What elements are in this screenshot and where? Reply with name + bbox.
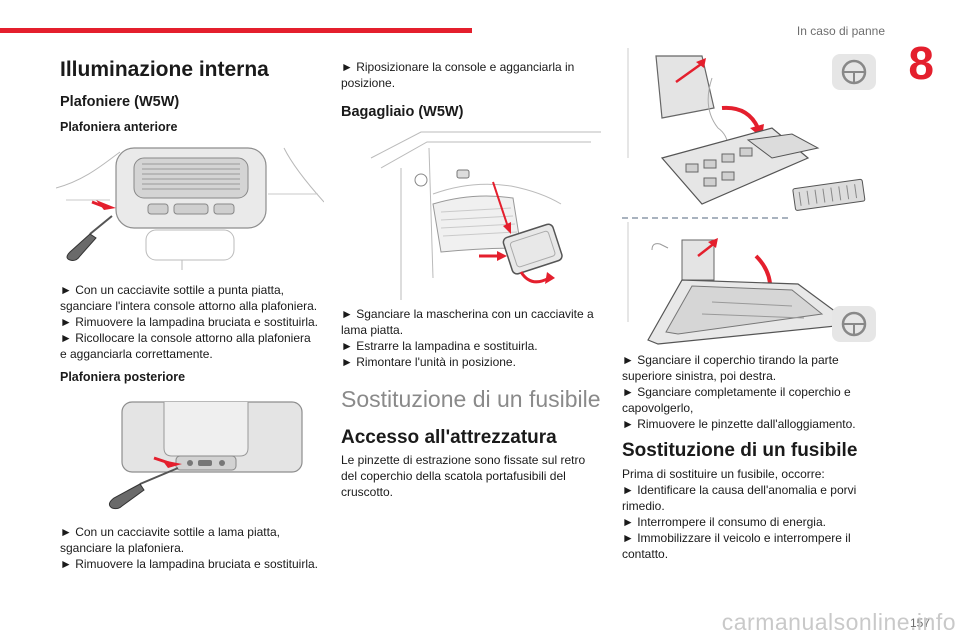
steering-wheel-rhd-icon bbox=[832, 306, 876, 342]
watermark: carmanualsonline.info bbox=[721, 609, 956, 635]
fuse-replacement-steps: Prima di sostituire un fusibile, occorre… bbox=[622, 467, 857, 561]
console-steps: ► Riposizionare la console e agganciarla… bbox=[341, 60, 575, 90]
front-lamp-steps: ► Con un cacciavite sottile a punta piat… bbox=[60, 283, 318, 361]
fuse-replacement-heading: Sostituzione di un fusibile bbox=[622, 440, 858, 461]
steering-wheel-lhd-icon bbox=[832, 54, 876, 90]
section-heading: Illuminazione interna bbox=[60, 58, 269, 81]
screwdriver-icon bbox=[66, 215, 113, 261]
fuse-section-heading: Sostituzione di un fusibile bbox=[341, 386, 601, 412]
boot-lamp-figure bbox=[370, 131, 601, 300]
boot-lamp-steps: ► Sganciare la mascherina con un cacciav… bbox=[341, 307, 594, 369]
subsection-heading: Plafoniere (W5W) bbox=[60, 94, 180, 110]
rear-courtesy-lamp-figure bbox=[108, 401, 303, 510]
tool-access-text: Le pinzette di estrazione sono fissate s… bbox=[341, 453, 586, 499]
cover-steps: ► Sganciare il coperchio tirando la part… bbox=[622, 353, 856, 431]
page-number: 157 bbox=[909, 616, 930, 630]
figure-divider bbox=[622, 217, 788, 219]
fuse-box-lhd-figure bbox=[627, 48, 876, 211]
chapter-number: 8 bbox=[908, 37, 934, 89]
front-courtesy-lamp-figure bbox=[56, 147, 324, 270]
subheading-front: Plafoniera anteriore bbox=[60, 120, 178, 134]
subsection-heading-boot: Bagagliaio (W5W) bbox=[341, 104, 464, 120]
screwdriver-icon bbox=[108, 467, 179, 510]
subheading-rear: Plafoniera posteriore bbox=[60, 370, 186, 384]
rear-lamp-steps: ► Con un cacciavite sottile a lama piatt… bbox=[60, 525, 318, 571]
section-title: In caso di panne bbox=[796, 24, 885, 38]
header-accent-bar bbox=[0, 28, 472, 33]
fuse-box-rhd-figure bbox=[627, 222, 876, 345]
tool-access-heading: Accesso all'attrezzatura bbox=[341, 427, 557, 448]
